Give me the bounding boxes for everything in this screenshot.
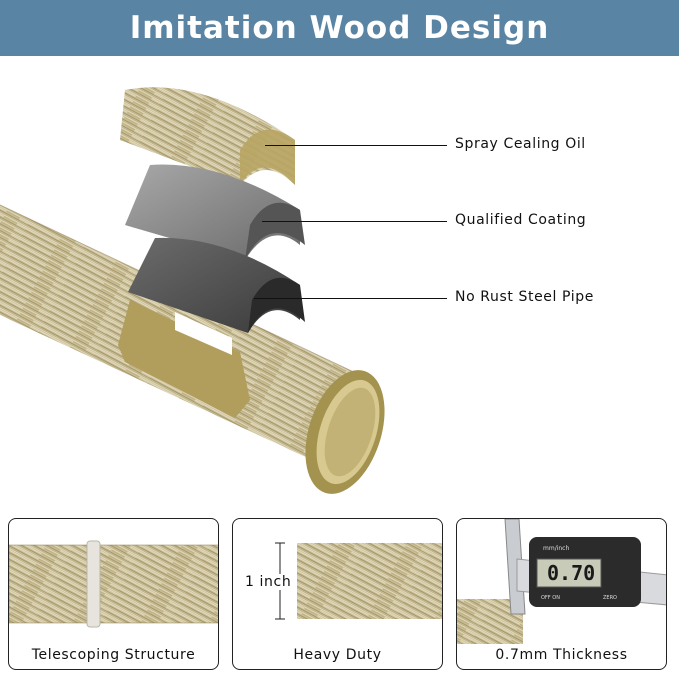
heavy-duty-pipe-image bbox=[275, 542, 442, 620]
steel-shell-icon bbox=[128, 237, 305, 333]
caliper-image bbox=[457, 519, 666, 644]
leader-line-steel bbox=[254, 298, 447, 299]
page-title: Imitation Wood Design bbox=[129, 10, 550, 46]
header-banner: Imitation Wood Design bbox=[0, 0, 679, 56]
caliper-zero-button: ZERO bbox=[603, 595, 617, 601]
leader-line-coating bbox=[262, 221, 447, 222]
caliper-unit-row: mm/inch bbox=[543, 545, 570, 552]
label-steel-pipe: No Rust Steel Pipe bbox=[455, 289, 594, 305]
caption-telescoping: Telescoping Structure bbox=[31, 647, 196, 663]
pipe-illustration bbox=[0, 87, 385, 494]
panel-telescoping: Telescoping Structure bbox=[8, 518, 219, 670]
wood-shell-icon bbox=[120, 87, 295, 185]
dimension-label: 1 inch bbox=[243, 574, 294, 590]
caption-heavy-duty: Heavy Duty bbox=[293, 647, 382, 663]
label-coating: Qualified Coating bbox=[455, 212, 587, 228]
panel-heavy-duty: 1 inch Heavy Duty bbox=[232, 518, 443, 670]
caption-thickness: 0.7mm Thickness bbox=[495, 647, 628, 663]
label-spray-oil: Spray Cealing Oil bbox=[455, 136, 586, 152]
coating-shell-icon bbox=[125, 164, 305, 260]
leader-line-oil bbox=[265, 145, 447, 146]
caliper-onoff-button: OFF ON bbox=[541, 595, 560, 601]
caliper-reading: 0.70 bbox=[547, 561, 596, 585]
panel-thickness: mm/inch 0.70 OFF ON ZERO 0.7mm Thickness bbox=[456, 518, 667, 670]
main-pipe bbox=[0, 204, 385, 494]
telescoping-pipe-image bbox=[9, 540, 218, 628]
